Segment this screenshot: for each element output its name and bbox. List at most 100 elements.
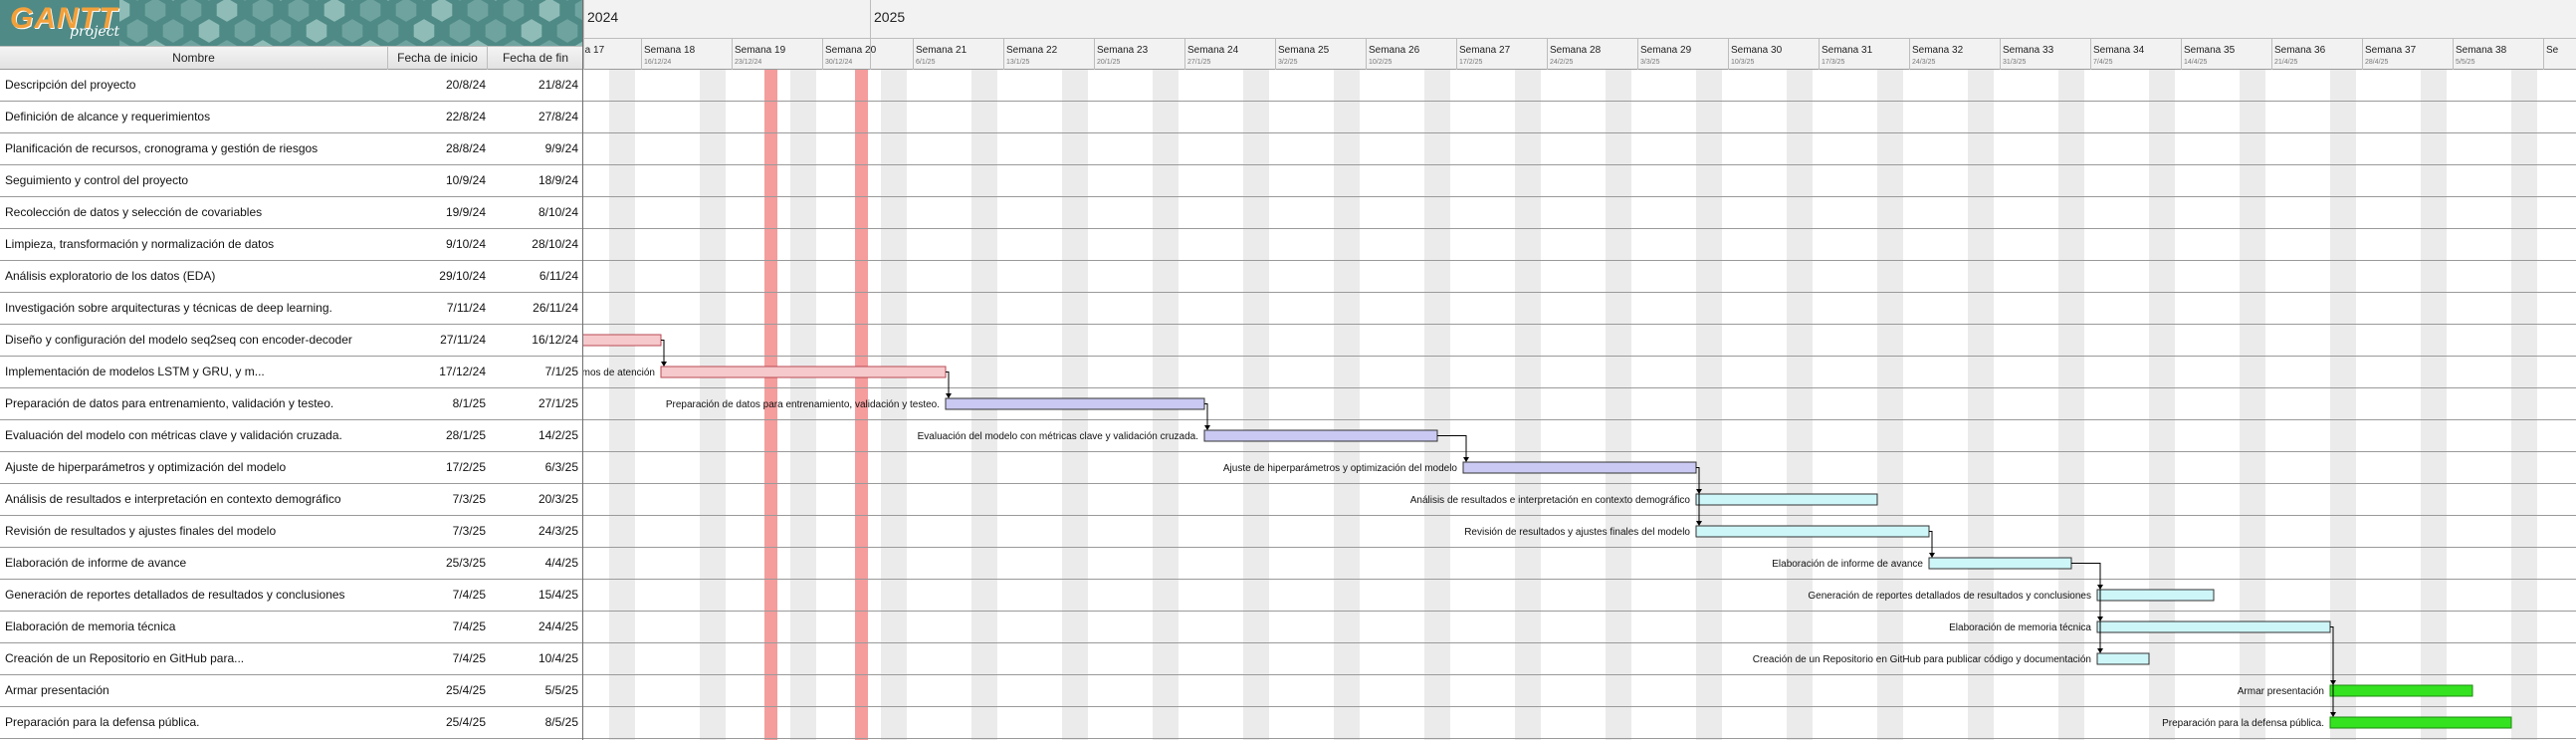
column-header-start[interactable]: Fecha de inicio bbox=[388, 47, 488, 70]
hexagon-shape bbox=[465, 0, 491, 25]
week-label: Semana 19 bbox=[735, 45, 786, 56]
task-name: Elaboración de memoria técnica bbox=[5, 619, 176, 633]
hexagon-shape bbox=[167, 0, 179, 4]
weekend-shade bbox=[1787, 70, 1800, 740]
hexagon-shape bbox=[275, 0, 287, 4]
weekend-shade bbox=[1347, 70, 1360, 740]
task-bar[interactable] bbox=[2096, 652, 2150, 665]
weekend-shade bbox=[1981, 70, 1994, 740]
task-row[interactable]: Revisión de resultados y ajustes finales… bbox=[0, 516, 583, 548]
task-row[interactable]: Planificación de recursos, cronograma y … bbox=[0, 133, 583, 165]
weekend-shade bbox=[2511, 70, 2524, 740]
logo: GANTT bbox=[10, 2, 118, 35]
task-bar[interactable] bbox=[2096, 589, 2215, 602]
year-label: 2025 bbox=[874, 9, 906, 25]
week-label: Semana 33 bbox=[2003, 45, 2054, 56]
column-header-end[interactable]: Fecha de fin bbox=[502, 51, 569, 65]
task-row[interactable]: Diseño y configuración del modelo seq2se… bbox=[0, 325, 583, 357]
weekend-shade bbox=[1528, 70, 1541, 740]
task-name: Definición de alcance y requerimientos bbox=[5, 110, 211, 123]
task-bar[interactable] bbox=[945, 397, 1205, 410]
hexagon-shape bbox=[572, 38, 583, 46]
task-row[interactable]: Implementación de modelos LSTM y GRU, y … bbox=[0, 357, 583, 388]
task-row[interactable]: Análisis exploratorio de los datos (EDA)… bbox=[0, 261, 583, 293]
task-start-date: 27/11/24 bbox=[440, 333, 486, 347]
task-bar[interactable] bbox=[2329, 716, 2512, 729]
hexagon-shape bbox=[119, 0, 132, 25]
weekend-shade bbox=[622, 70, 635, 740]
column-divider[interactable] bbox=[582, 0, 583, 740]
task-bar[interactable] bbox=[1695, 525, 1930, 538]
task-bar[interactable] bbox=[583, 334, 662, 347]
week-label: Semana 38 bbox=[2456, 45, 2507, 56]
task-row[interactable]: Investigación sobre arquitecturas y técn… bbox=[0, 293, 583, 325]
week-label: Semana 24 bbox=[1187, 45, 1239, 56]
hexagon-shape bbox=[357, 0, 383, 25]
hexagon-shape bbox=[519, 16, 544, 46]
dependency-arrow bbox=[2071, 563, 2101, 589]
week-date: 3/2/25 bbox=[1278, 59, 1298, 66]
task-start-date: 17/2/25 bbox=[445, 460, 486, 474]
hexagon-shape bbox=[572, 0, 583, 24]
weekend-shade bbox=[1256, 70, 1269, 740]
task-row[interactable]: Limpieza, transformación y normalización… bbox=[0, 229, 583, 261]
arrowhead-icon bbox=[661, 362, 667, 367]
task-start-date: 29/10/24 bbox=[439, 269, 486, 283]
hexagon-shape bbox=[142, 37, 168, 46]
task-bar-label: Elaboración de memoria técnica bbox=[1949, 622, 2091, 633]
task-start-date: 7/4/25 bbox=[452, 588, 486, 602]
task-row[interactable]: Recolección de datos y selección de cova… bbox=[0, 197, 583, 229]
task-name: Limpieza, transformación y normalización… bbox=[5, 237, 275, 251]
hexagon-shape bbox=[418, 0, 430, 4]
weekend-shade bbox=[2058, 70, 2071, 740]
hexagon-shape bbox=[554, 16, 580, 46]
weekend-shade bbox=[1437, 70, 1450, 740]
arrowhead-icon bbox=[1463, 457, 1469, 462]
task-bar[interactable] bbox=[2096, 620, 2331, 633]
hexagon-shape bbox=[119, 37, 132, 46]
task-end-date: 24/3/25 bbox=[537, 524, 578, 538]
task-start-date: 8/1/25 bbox=[452, 396, 486, 410]
dependency-arrow bbox=[1437, 435, 1467, 461]
hexagon-shape bbox=[393, 0, 419, 25]
task-row[interactable]: Preparación de datos para entrenamiento,… bbox=[0, 388, 583, 420]
task-row[interactable]: Ajuste de hiperparámetros y optimización… bbox=[0, 452, 583, 484]
task-end-date: 5/5/25 bbox=[544, 683, 578, 697]
task-bar[interactable] bbox=[1462, 461, 1697, 474]
task-name: Armar presentación bbox=[5, 683, 109, 697]
weekend-shade bbox=[1709, 70, 1722, 740]
week-date: 24/3/25 bbox=[1912, 59, 1936, 66]
task-bar[interactable] bbox=[1928, 557, 2072, 570]
weekend-shade bbox=[2343, 70, 2356, 740]
hexagon-shape bbox=[196, 16, 222, 46]
week-date: 17/2/25 bbox=[1459, 59, 1483, 66]
task-name: Revisión de resultados y ajustes finales… bbox=[5, 524, 277, 538]
task-row[interactable]: Creación de un Repositorio en GitHub par… bbox=[0, 643, 583, 675]
task-bar[interactable] bbox=[660, 366, 947, 378]
column-header-name[interactable]: Nombre bbox=[0, 47, 388, 70]
task-bar[interactable] bbox=[1203, 429, 1438, 442]
week-column: Se bbox=[2543, 38, 2576, 70]
hexagon-shape bbox=[490, 0, 502, 4]
hexagon-shape bbox=[411, 16, 437, 46]
arrowhead-icon bbox=[1696, 521, 1702, 526]
task-row[interactable]: Evaluación del modelo con métricas clave… bbox=[0, 420, 583, 452]
weekend-shade bbox=[2240, 70, 2253, 740]
task-bar[interactable] bbox=[2329, 684, 2473, 697]
task-row[interactable]: Preparación para la defensa pública.25/4… bbox=[0, 707, 583, 739]
task-bar[interactable] bbox=[1695, 493, 1878, 506]
weekend-shade bbox=[713, 70, 726, 740]
task-row[interactable]: Análisis de resultados e interpretación … bbox=[0, 484, 583, 516]
task-row[interactable]: Generación de reportes detallados de res… bbox=[0, 580, 583, 612]
